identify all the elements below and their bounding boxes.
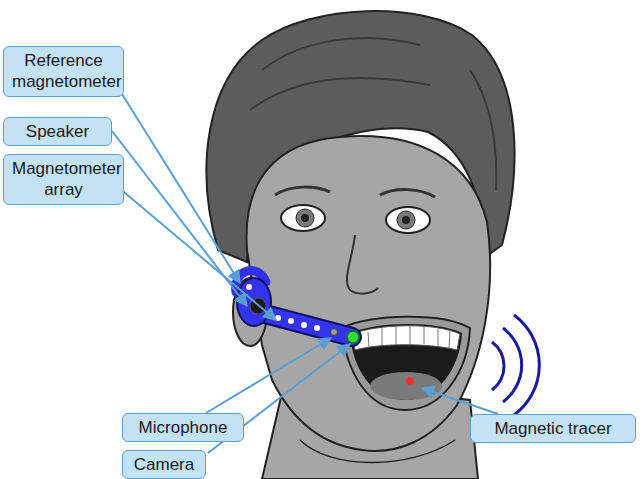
callout-label: Magnetometer array xyxy=(12,158,115,201)
callout-label: Camera xyxy=(131,454,197,475)
sound-waves xyxy=(492,315,539,415)
nose xyxy=(347,235,378,294)
magnetometer-array xyxy=(275,315,320,331)
right-pupil xyxy=(402,216,410,224)
callout-label: Magnetic tracer xyxy=(479,418,627,439)
left-iris xyxy=(296,209,314,227)
right-iris xyxy=(397,211,415,229)
leader-lines xyxy=(112,78,498,453)
microphone xyxy=(331,329,338,336)
left-eye xyxy=(281,205,325,231)
callout-box: Speaker xyxy=(3,117,112,146)
callout-box: Microphone xyxy=(122,413,244,442)
mouth xyxy=(350,324,462,400)
right-eye xyxy=(386,207,430,233)
lips xyxy=(342,317,470,410)
callout-box: Reference magnetometer xyxy=(3,46,124,97)
magnetic-tracer-dot xyxy=(406,377,414,385)
callout-label: Reference magnetometer xyxy=(12,50,115,93)
face xyxy=(247,136,491,451)
camera xyxy=(347,331,359,343)
callout-label: Microphone xyxy=(131,417,235,438)
eyebrows xyxy=(275,187,435,197)
tongue xyxy=(370,372,442,400)
callout-box: Magnetic tracer xyxy=(470,414,636,443)
callout-box: Camera xyxy=(122,450,206,479)
callout-label: Speaker xyxy=(12,121,103,142)
left-pupil xyxy=(301,214,309,222)
callout-box: Magnetometer array xyxy=(3,154,124,205)
reference-magnetometer xyxy=(246,284,252,290)
teeth xyxy=(352,326,460,350)
tooth-gaps xyxy=(368,326,450,348)
